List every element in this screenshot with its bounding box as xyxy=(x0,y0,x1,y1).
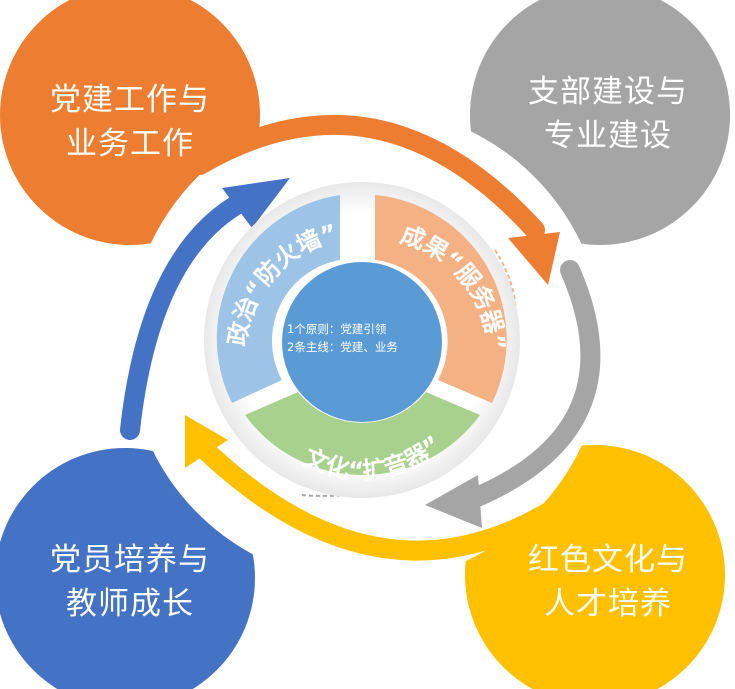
center-text: 1个原则：党建引领 2条主线：党建、业务 xyxy=(287,320,437,356)
segment-server xyxy=(375,195,507,403)
center-circle xyxy=(282,262,442,422)
quadrant-label-top-left: 党建工作与 业务工作 xyxy=(50,82,210,162)
arrow-gray xyxy=(460,260,601,510)
segment-firewall xyxy=(216,195,340,403)
arrow-blue xyxy=(120,190,255,440)
arrow-gray-head xyxy=(425,475,482,528)
quadrant-label-bottom-right: 红色文化与 人才培养 xyxy=(528,542,688,622)
arrow-orange xyxy=(190,114,545,240)
center-principle: 1个原则：党建引领 xyxy=(287,322,387,336)
arrow-blue-head xyxy=(222,178,290,228)
quadrant-bottom-left-blob xyxy=(0,448,255,689)
quadrant-label-top-right: 支部建设与 专业建设 xyxy=(528,74,688,154)
arrow-yellow xyxy=(190,435,570,561)
segment-amplifier xyxy=(245,392,480,476)
quadrant-label-bottom-left: 党员培养与 教师成长 xyxy=(50,542,210,622)
arrow-orange-head xyxy=(508,232,560,285)
center-mainlines: 2条主线：党建、业务 xyxy=(287,340,398,354)
arrow-yellow-head xyxy=(185,415,228,468)
